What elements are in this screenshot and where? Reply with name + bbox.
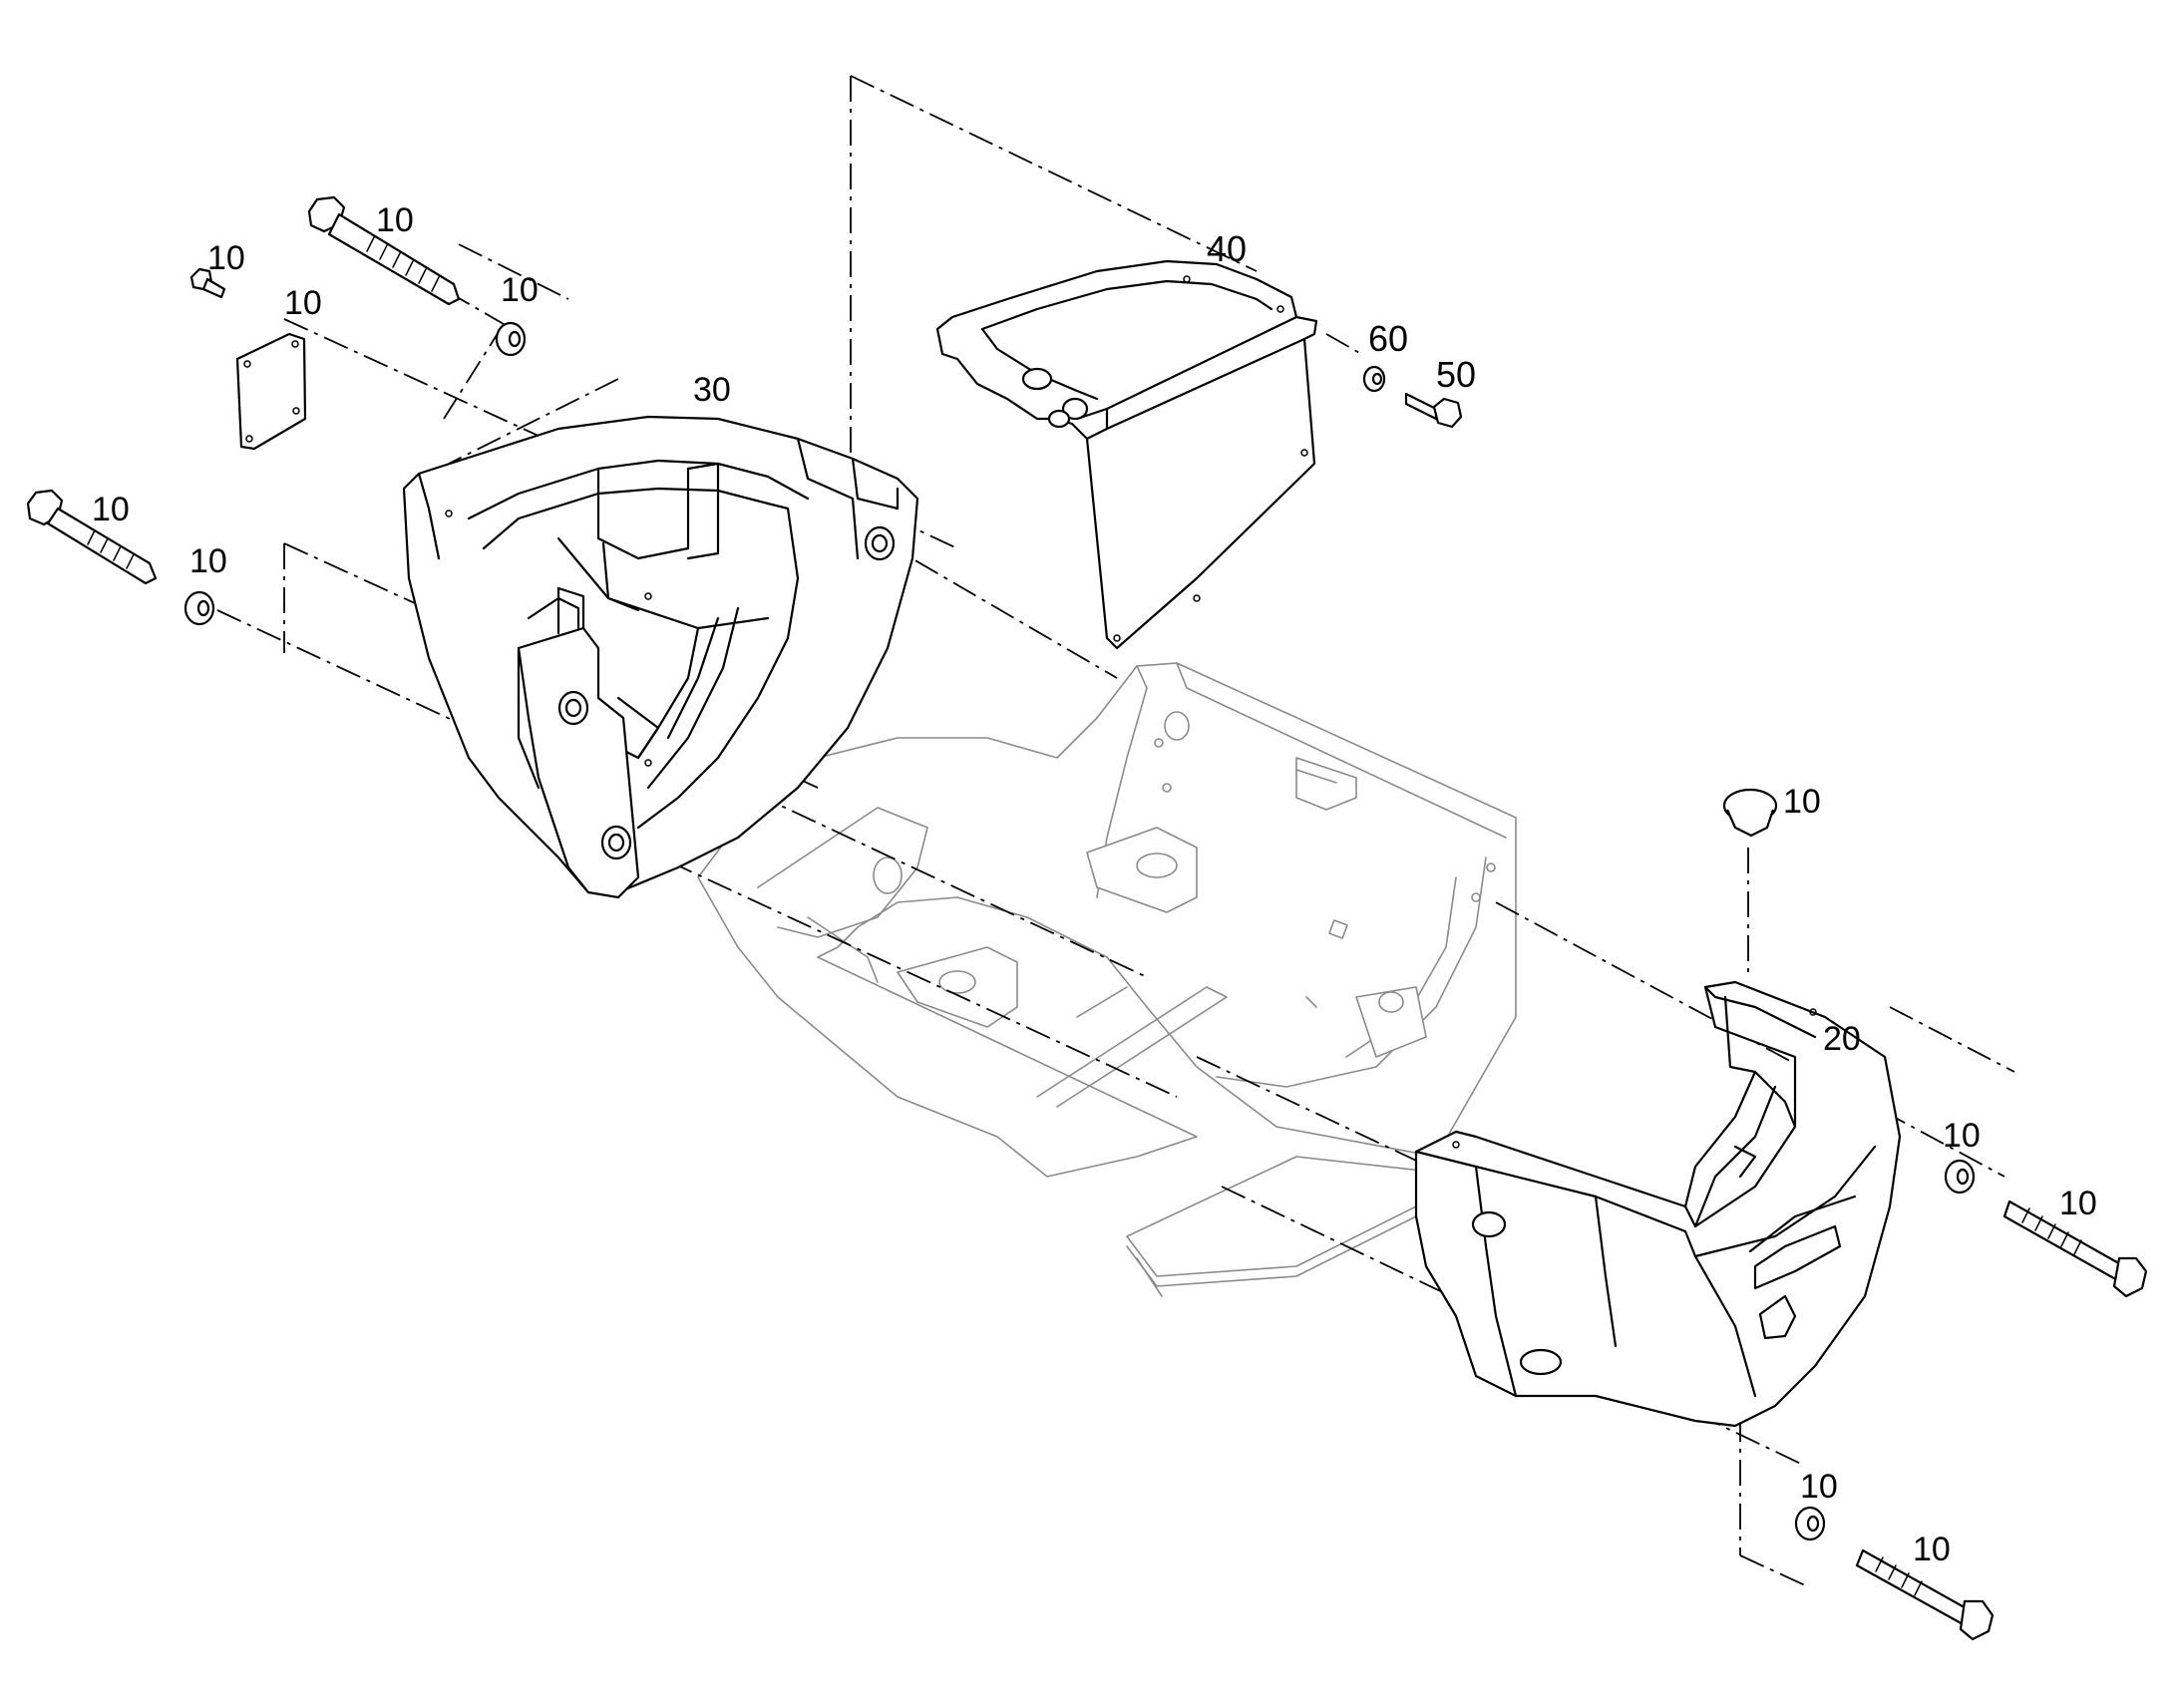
counterweight-right-part-20: [1414, 980, 1902, 1428]
label-part-50: 50: [1436, 354, 1476, 395]
washer-part-60: [1362, 365, 1386, 393]
label-washer-top: 10: [501, 271, 539, 309]
bolt-left: [26, 489, 158, 585]
ghost-frame: [697, 662, 1517, 1297]
washer-right-upper: [1944, 1159, 1976, 1195]
part-labels: 10 10 10 10 10 10 30 40 60 50 10 20 10 1…: [92, 201, 2097, 1568]
bolt-top: [307, 195, 461, 306]
label-screw-small: 10: [207, 239, 245, 277]
counterweight-left-part-30: [402, 415, 919, 899]
label-part-60: 60: [1368, 318, 1408, 359]
label-washer-right-lower: 10: [1800, 1468, 1838, 1506]
cap-right: [1722, 788, 1778, 838]
bolt-right-upper: [2002, 1199, 2148, 1298]
cover-plate-part-40: [935, 259, 1318, 650]
bolt-part-50: [1404, 392, 1463, 429]
label-plate-small: 10: [284, 284, 322, 322]
washer-top: [495, 321, 527, 357]
label-part-30: 30: [693, 371, 731, 409]
label-part-20: 20: [1823, 1020, 1861, 1058]
washer-right-lower: [1794, 1506, 1826, 1541]
label-cap-right: 10: [1783, 783, 1821, 821]
bolt-right-lower: [1855, 1548, 1995, 1641]
bushing: [557, 525, 896, 860]
label-bolt-left: 10: [92, 491, 130, 528]
label-washer-right-upper: 10: [1943, 1117, 1981, 1155]
label-bolt-right-upper: 10: [2059, 1185, 2097, 1222]
plate-small: [235, 332, 307, 451]
washer-left: [183, 590, 215, 626]
label-part-40: 40: [1207, 228, 1247, 269]
label-bolt-top: 10: [376, 201, 414, 239]
label-washer-left: 10: [189, 542, 227, 580]
screw-small: [189, 267, 226, 299]
label-bolt-right-lower: 10: [1913, 1531, 1951, 1568]
